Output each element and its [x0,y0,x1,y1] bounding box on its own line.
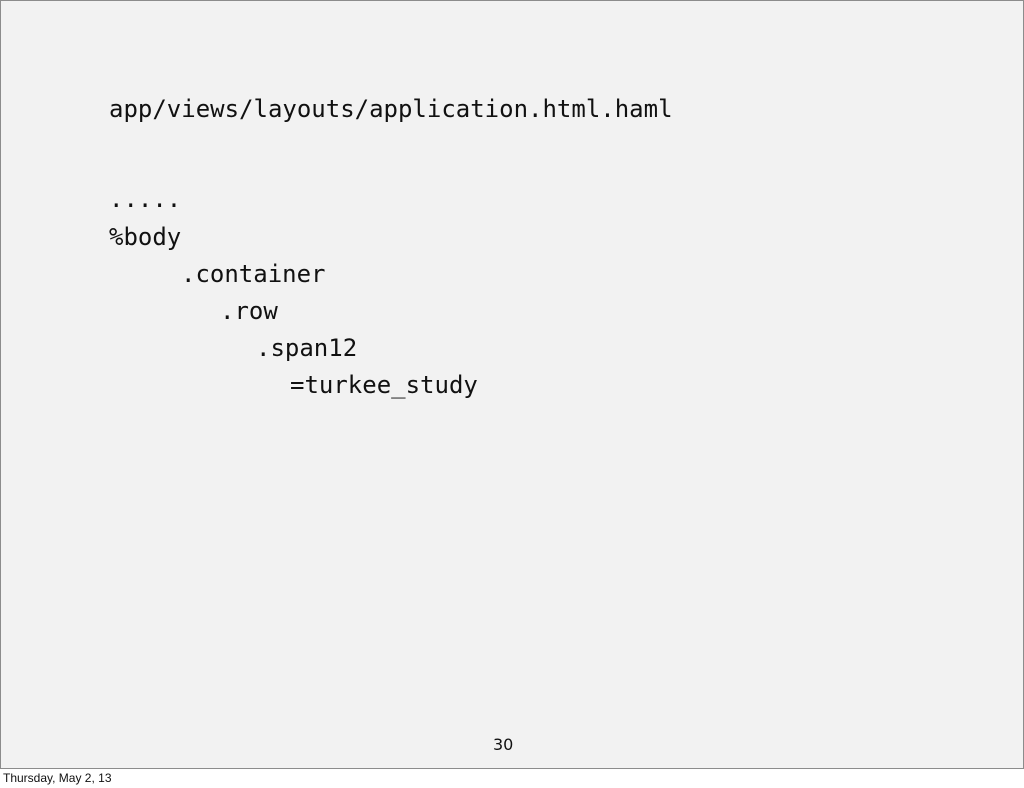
slide: app/views/layouts/application.html.haml … [0,0,1024,769]
code-line-ellipsis: ..... [109,185,182,213]
footer-date: Thursday, May 2, 13 [3,771,112,785]
code-line-body: %body [109,223,182,251]
code-line-row: .row [220,297,278,325]
file-path-title: app/views/layouts/application.html.haml [109,95,673,123]
code-line-span12: .span12 [256,334,358,362]
code-line-turkee-study: =turkee_study [290,371,478,399]
page-number: 30 [493,735,514,754]
code-line-container: .container [181,260,326,288]
